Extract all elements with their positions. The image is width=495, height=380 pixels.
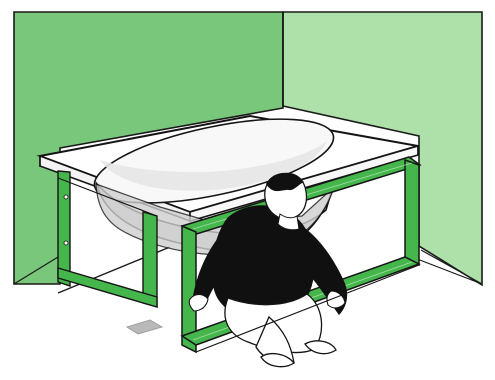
floor-mark	[127, 320, 162, 334]
fixed-frame-front-post	[143, 212, 157, 307]
person-shoe-right	[305, 341, 336, 354]
frame-bolt-top	[64, 195, 68, 199]
person-left-hand	[189, 295, 208, 312]
frame-right-post	[405, 160, 419, 265]
frame-bolt-bottom	[64, 241, 68, 245]
